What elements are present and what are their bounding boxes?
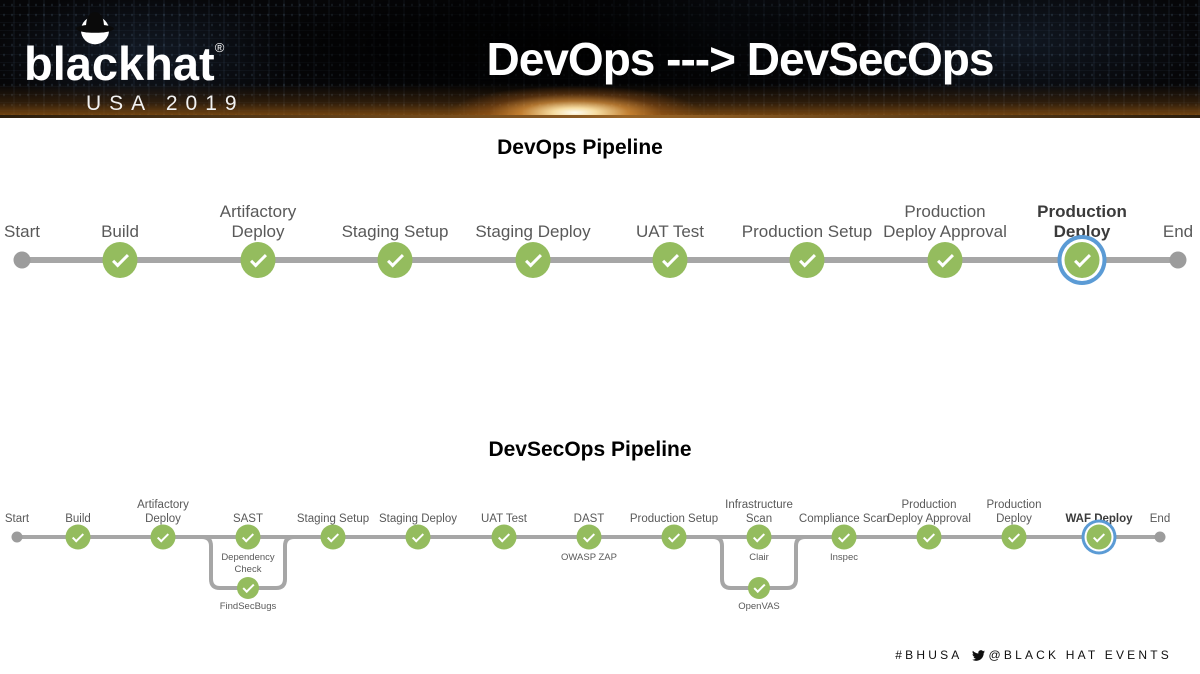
- blackhat-usa-2019: USA 2019: [86, 92, 245, 115]
- devsecops-pipeline-title: DevSecOps Pipeline: [488, 438, 692, 461]
- tool-label-clair: Clair: [749, 552, 769, 563]
- stage-label-artifactory-deploy: Artifactory Deploy: [137, 498, 189, 525]
- stage-node-start: [11, 531, 23, 543]
- stage-label-production-setup: Production Setup: [741, 222, 873, 242]
- stage-label-staging-setup: Staging Setup: [341, 222, 449, 242]
- stage-label-uat-test: UAT Test: [480, 512, 528, 525]
- tool-label-inspec: Inspec: [830, 552, 858, 563]
- check-icon: [497, 529, 511, 543]
- blackhat-wordmark: blackhat®: [24, 37, 225, 90]
- stage-label-waf-deploy: WAF Deploy: [1065, 512, 1133, 525]
- stage-node-uat-test: [491, 524, 517, 550]
- stage-label-sast: SAST: [232, 512, 264, 525]
- stage-node-staging-deploy: [405, 524, 431, 550]
- footer-handle: @BLACK HAT EVENTS: [988, 648, 1172, 662]
- check-icon: [798, 250, 816, 267]
- check-icon: [386, 250, 404, 267]
- tool-label-owasp-zap: OWASP ZAP: [561, 552, 617, 563]
- check-icon: [667, 529, 681, 543]
- stage-node-waf-deploy: [1086, 524, 1112, 550]
- stage-label-staging-deploy: Staging Deploy: [475, 222, 591, 242]
- stage-node-compliance-scan: [831, 524, 857, 550]
- blackhat-hat-icon: [76, 12, 114, 45]
- stage-node-artifactory-deploy: [240, 242, 276, 278]
- stage-node-infrastructure-scan: [746, 524, 772, 550]
- stage-node-artifactory-deploy: [150, 524, 176, 550]
- check-icon: [241, 580, 255, 594]
- stage-node-end: [1169, 251, 1187, 269]
- check-icon: [752, 580, 766, 594]
- stage-node-end: [1154, 531, 1166, 543]
- check-icon: [752, 529, 766, 543]
- branch-node-findsecbugs: [237, 577, 259, 599]
- stage-label-build: Build: [65, 512, 91, 525]
- footer-hashtag: #BHUSA: [895, 648, 963, 662]
- stage-label-staging-deploy: Staging Deploy: [379, 512, 457, 525]
- stage-node-production-deploy-approval: [916, 524, 942, 550]
- twitter-icon: [972, 649, 986, 661]
- check-icon: [1092, 529, 1106, 543]
- banner-light-burst: [395, 58, 755, 118]
- stage-label-end: End: [1162, 222, 1194, 242]
- branch-node-openvas: [748, 577, 770, 599]
- stage-node-staging-deploy: [515, 242, 551, 278]
- stage-node-production-setup: [789, 242, 825, 278]
- stage-node-sast: [235, 524, 261, 550]
- stage-node-staging-setup: [377, 242, 413, 278]
- stage-label-production-deploy-approval: Production Deploy Approval: [883, 201, 1007, 242]
- event-footer: #BHUSA @BLACK HAT EVENTS: [895, 648, 1172, 662]
- stage-label-start: Start: [4, 512, 30, 525]
- check-icon: [1073, 250, 1091, 267]
- check-icon: [111, 250, 129, 267]
- branch-label-openvas: OpenVAS: [738, 601, 780, 612]
- stage-label-build: Build: [101, 222, 139, 242]
- check-icon: [156, 529, 170, 543]
- stage-node-production-deploy: [1001, 524, 1027, 550]
- stage-label-production-deploy-approval: Production Deploy Approval: [887, 498, 971, 525]
- registered-mark: ®: [214, 40, 225, 55]
- check-icon: [71, 529, 85, 543]
- tool-label-dependency-check: Dependency Check: [221, 552, 275, 575]
- stage-node-production-deploy-approval: [927, 242, 963, 278]
- devops-main-line: [22, 257, 1178, 263]
- check-icon: [837, 529, 851, 543]
- stage-label-production-deploy: Production Deploy: [1037, 201, 1127, 242]
- check-icon: [661, 250, 679, 267]
- stage-node-dast: [576, 524, 602, 550]
- stage-label-infrastructure-scan: Infrastructure Scan: [725, 498, 793, 525]
- slide-title: DevOps ---> DevSecOps: [486, 33, 995, 85]
- stage-node-production-deploy: [1064, 242, 1100, 278]
- check-icon: [241, 529, 255, 543]
- stage-label-staging-setup: Staging Setup: [296, 512, 370, 525]
- check-icon: [411, 529, 425, 543]
- stage-node-build: [102, 242, 138, 278]
- stage-node-build: [65, 524, 91, 550]
- devops-pipeline-title: DevOps Pipeline: [497, 136, 663, 159]
- stage-label-artifactory-deploy: Artifactory Deploy: [219, 201, 297, 242]
- stage-node-staging-setup: [320, 524, 346, 550]
- check-icon: [1007, 529, 1021, 543]
- check-icon: [524, 250, 542, 267]
- branch-label-findsecbugs: FindSecBugs: [219, 601, 277, 612]
- check-icon: [326, 529, 340, 543]
- stage-label-start: Start: [4, 222, 40, 242]
- check-icon: [249, 250, 267, 267]
- stage-label-compliance-scan: Compliance Scan: [798, 512, 890, 525]
- header-banner: blackhat® USA 2019 DevOps ---> DevSecOps: [0, 0, 1200, 118]
- check-icon: [582, 529, 596, 543]
- stage-node-start: [13, 251, 31, 269]
- stage-label-dast: DAST: [573, 512, 605, 525]
- blackhat-logo: blackhat® USA 2019: [22, 8, 272, 116]
- stage-node-uat-test: [652, 242, 688, 278]
- banner-bottom-edge: [0, 115, 1200, 118]
- stage-label-uat-test: UAT Test: [635, 222, 705, 242]
- check-icon: [936, 250, 954, 267]
- stage-label-production-deploy: Production Deploy: [986, 498, 1042, 525]
- stage-label-end: End: [1149, 512, 1171, 525]
- check-icon: [922, 529, 936, 543]
- stage-label-production-setup: Production Setup: [629, 512, 719, 525]
- stage-node-production-setup: [661, 524, 687, 550]
